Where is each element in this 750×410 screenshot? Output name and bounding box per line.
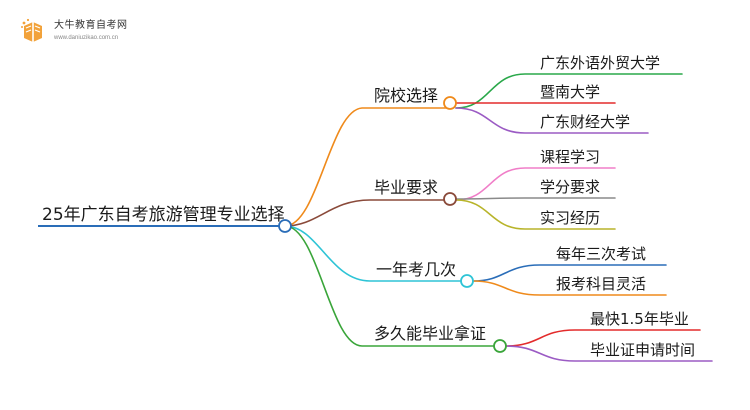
connector-root-branch-3 [284,225,468,282]
connector-b1-leaf-3 [455,107,649,134]
connectors [284,73,713,362]
branch-node-dot-3[interactable] [460,274,474,288]
leaf-label-b3-2: 报考科目灵活 [556,275,646,293]
connector-b2-leaf-3 [455,199,616,230]
branch-label-2: 毕业要求 [374,178,438,197]
branch-node-dot-2[interactable] [443,192,457,206]
logo-url: www.daniuzikao.com.cn [54,35,119,41]
connector-root-branch-1 [284,107,451,227]
leaf-label-b1-2: 暨南大学 [540,83,600,101]
root-topic: 25年广东自考旅游管理专业选择 [42,205,285,225]
branch-node-dot-4[interactable] [493,339,507,353]
connector-b3-leaf-2 [472,280,667,296]
leaf-label-b2-3: 实习经历 [540,209,600,227]
leaf-label-b1-3: 广东财经大学 [540,113,630,131]
site-logo: 大牛教育自考网 www.daniuzikao.com.cn [16,14,128,48]
branch-label-1: 院校选择 [374,86,438,105]
connector-root-branch-2 [284,199,451,227]
connector-b4-leaf-2 [505,345,713,362]
book-logo-icon [18,16,48,46]
connector-root-branch-4 [284,225,501,347]
connector-b4-leaf-1 [505,329,701,347]
connector-b3-leaf-1 [472,264,667,282]
leaf-label-b3-1: 每年三次考试 [556,245,646,263]
branch-label-3: 一年考几次 [376,260,456,279]
connector-b2-leaf-2 [455,197,616,200]
branch-label-4: 多久能毕业拿证 [374,324,486,343]
branch-node-dot-1[interactable] [443,96,457,110]
leaf-label-b2-2: 学分要求 [540,178,600,196]
root-node-dot[interactable] [278,219,292,233]
leaf-label-b4-2: 毕业证申请时间 [590,341,695,359]
leaf-label-b2-1: 课程学习 [540,148,600,166]
leaf-label-b1-1: 广东外语外贸大学 [540,54,660,72]
logo-name: 大牛教育自考网 [54,20,128,31]
connector-b1-leaf-1 [455,73,683,109]
leaf-label-b4-1: 最快1.5年毕业 [590,310,689,328]
